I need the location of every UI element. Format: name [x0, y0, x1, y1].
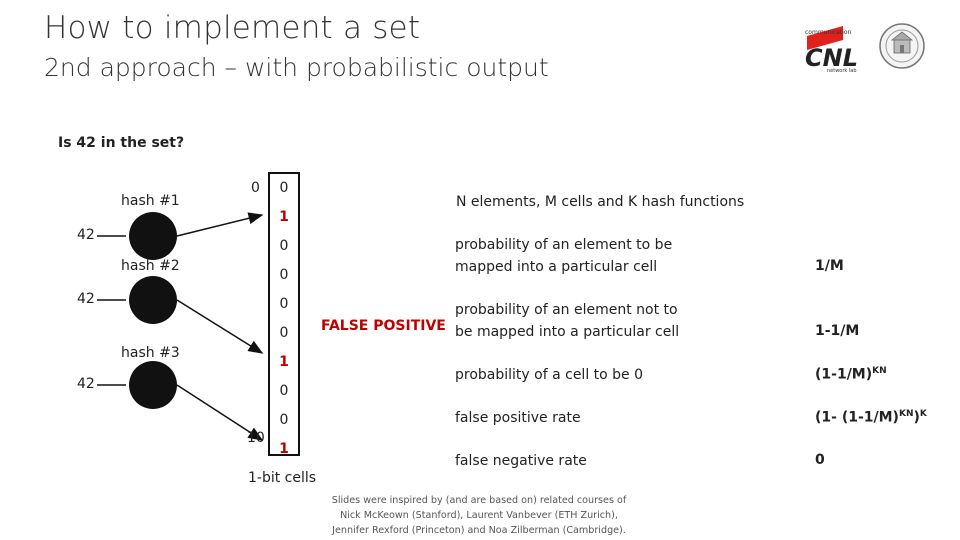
fact-value: (1-1/M)KN [815, 366, 887, 383]
fact-label: probability of an element to be mapped i… [455, 237, 673, 275]
hash-circle-2 [129, 276, 177, 324]
fact-label: probability of a cell to be 0 [455, 367, 644, 383]
bit-cell: 0 [279, 383, 289, 399]
index-first: 0 [251, 180, 260, 196]
bit-cell: 0 [279, 267, 289, 283]
fact-label: false positive rate [455, 410, 581, 426]
slide-title: How to implement a set [44, 10, 421, 46]
slide-subtitle: 2nd approach – with probabilistic output [44, 53, 549, 82]
fact-value: 1-1/M [815, 323, 860, 339]
hash-arrow-1 [176, 212, 264, 237]
hash-label-3: hash #3 [121, 345, 180, 361]
bit-cell: 0 [279, 325, 289, 341]
svg-text:CNL: CNL [805, 44, 858, 72]
index-last: 10 [247, 430, 265, 446]
bit-cells: 0 1 0 0 0 0 1 0 0 1 [269, 176, 299, 461]
key-label-3: 42 [77, 376, 95, 392]
fact-value: 0 [815, 452, 825, 468]
hash-circle-3 [129, 361, 177, 409]
bit-cell-set: 1 [279, 354, 289, 370]
fact-value: 1/M [815, 258, 844, 274]
svg-text:communication: communication [805, 29, 852, 36]
key-label-1: 42 [77, 227, 95, 243]
hash-label-1: hash #1 [121, 193, 180, 209]
hash-arrow-2 [176, 299, 264, 354]
false-positive-label: FALSE POSITIVE [321, 318, 446, 334]
fact-value: (1- (1-1/M)KN)K [815, 409, 927, 426]
hash-arrow-3 [176, 384, 264, 441]
credits-note: Slides were inspired by (and are based o… [331, 495, 627, 536]
hash-circle-1 [129, 212, 177, 260]
key-label-2: 42 [77, 291, 95, 307]
fact-label: false negative rate [455, 453, 587, 469]
bit-cell: 0 [279, 238, 289, 254]
cnl-logo: communication CNL network lab [797, 22, 871, 74]
cells-caption: 1-bit cells [248, 470, 317, 486]
bit-cell-set: 1 [279, 441, 289, 457]
bit-array [268, 172, 300, 456]
svg-text:network lab: network lab [827, 68, 857, 74]
university-seal-logo [878, 22, 926, 70]
hash-label-2: hash #2 [121, 258, 180, 274]
fact-label: probability of an element not to be mapp… [455, 302, 680, 340]
facts-header: N elements, M cells and K hash functions [456, 194, 745, 210]
bit-cell: 0 [279, 180, 289, 196]
question-text: Is 42 in the set? [58, 135, 185, 151]
bit-cell: 0 [279, 412, 289, 428]
bit-cell: 0 [279, 296, 289, 312]
bit-cell-set: 1 [279, 209, 289, 225]
